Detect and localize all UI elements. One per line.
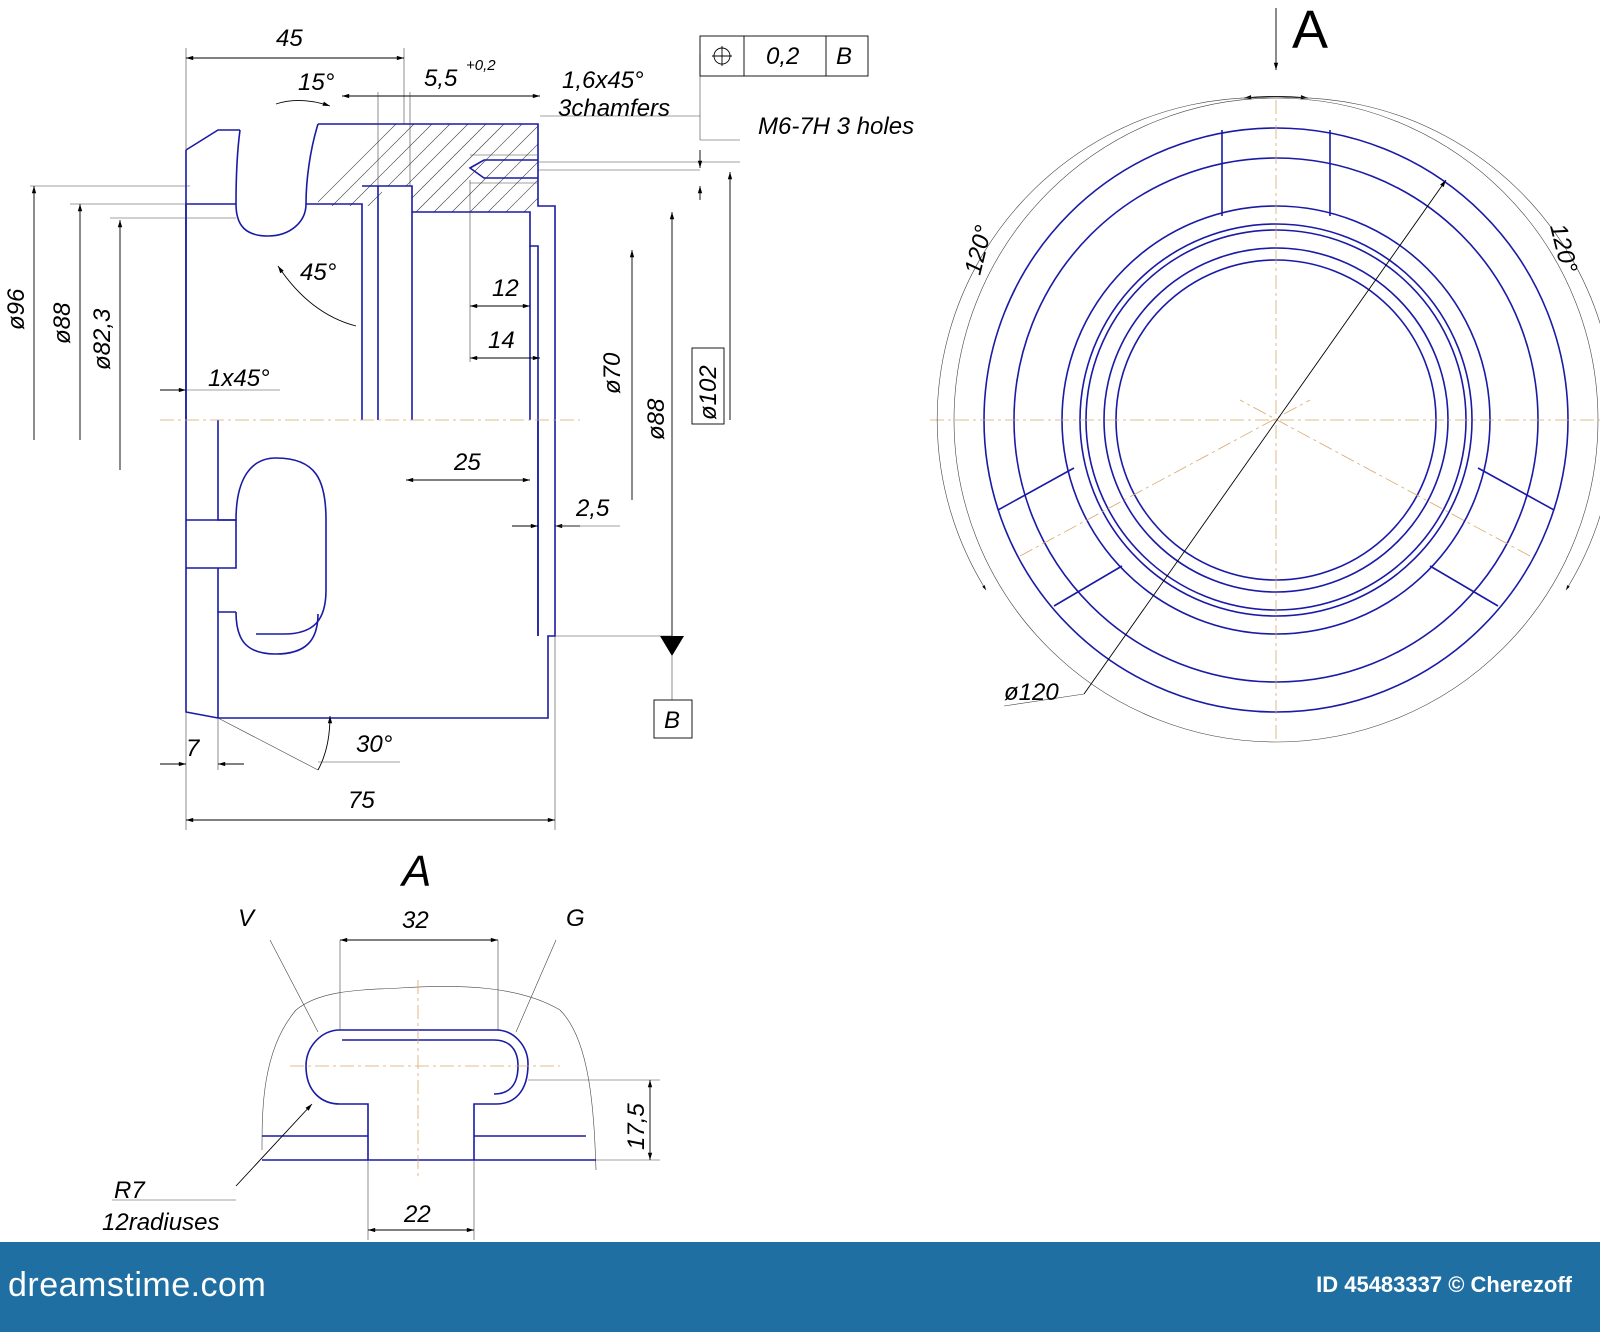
- dim-angle-15: 15°: [298, 69, 335, 96]
- detail-a-r7: R7: [114, 1177, 146, 1204]
- dim-dia-82-3: ø82,3: [89, 308, 116, 370]
- dim-angle-45: 45°: [300, 259, 337, 286]
- detail-a-g: G: [566, 905, 585, 932]
- dim-chamfer-1x45: 1x45°: [208, 365, 270, 392]
- dim-14: 14: [488, 327, 515, 354]
- dim-7: 7: [186, 735, 201, 762]
- dim-dia-88: ø88: [49, 302, 76, 344]
- dim-45: 45: [276, 25, 303, 52]
- image-credit: ID 45483337 © Cherezoff: [1316, 1272, 1572, 1297]
- datum-b-box: [653, 699, 693, 739]
- detail-a-dim-22: 22: [403, 1201, 431, 1228]
- dim-5-5: 5,5: [424, 65, 458, 92]
- detail-a-v: V: [238, 905, 256, 932]
- dim-5-5-tolerance: +0,2: [466, 57, 496, 74]
- dim-2-5: 2,5: [575, 495, 610, 522]
- dim-dia-96: ø96: [3, 288, 30, 330]
- dim-dia-70: ø70: [599, 352, 626, 394]
- tolerance-frame: [699, 35, 869, 77]
- dimension-lines: [30, 48, 740, 830]
- dim-dia-88-b: ø88: [643, 398, 670, 440]
- detail-a-label: A: [399, 847, 431, 896]
- thread-note: M6-7H 3 holes: [758, 113, 914, 140]
- dim-chamfer-note: 3chamfers: [558, 95, 670, 122]
- detail-a-dim-32: 32: [402, 907, 429, 934]
- view-a-label: A: [1292, 0, 1328, 60]
- view-a-dia-120: ø120: [1004, 679, 1059, 706]
- basic-dimension-box: [691, 347, 725, 425]
- footer-bar: dreamstime.com ID 45483337 © Cherezoff: [0, 1242, 1600, 1332]
- view-a-angle-right: 120°: [1544, 221, 1582, 276]
- dim-angle-30: 30°: [356, 731, 393, 758]
- detail-a-dim-17-5: 17,5: [623, 1103, 650, 1150]
- view-a: A 120° 120° ø120: [930, 0, 1600, 743]
- tolerance-value: 0,2: [766, 43, 799, 70]
- detail-a-radiuses: 12radiuses: [102, 1209, 219, 1236]
- technical-drawing: 45 15° 5,5 +0,2 1,6x45° 3chamfers M6-7H …: [3, 0, 1600, 1240]
- section-hatching: [318, 124, 538, 212]
- tolerance-datum: B: [836, 43, 852, 70]
- dreamstime-logo[interactable]: dreamstime.com: [8, 1266, 267, 1304]
- dim-75: 75: [348, 787, 375, 814]
- dim-dia-102: ø102: [695, 365, 722, 420]
- view-a-angle-left: 120°: [960, 222, 998, 277]
- dim-chamfer: 1,6x45°: [562, 67, 644, 94]
- dim-12: 12: [492, 275, 519, 302]
- section-view: 45 15° 5,5 +0,2 1,6x45° 3chamfers M6-7H …: [3, 25, 914, 830]
- dim-25: 25: [453, 449, 481, 476]
- datum-b-label: B: [664, 707, 680, 734]
- detail-a: A V G 32 17,5 R7 12radiuses 22: [102, 847, 660, 1240]
